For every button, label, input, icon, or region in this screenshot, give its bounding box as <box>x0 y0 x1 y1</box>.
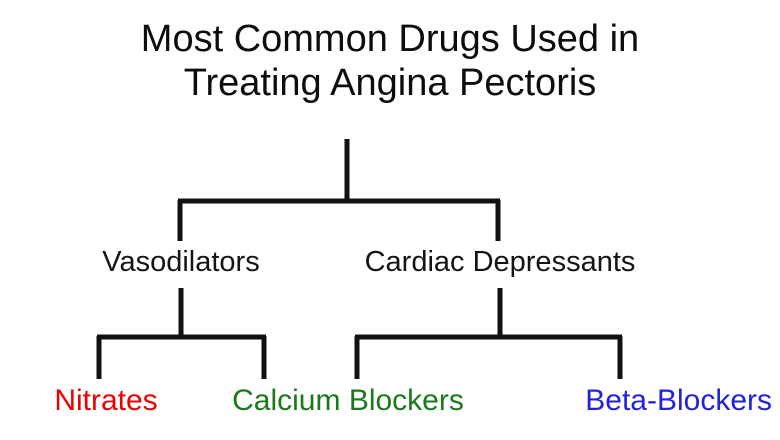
leaf-node-beta-blockers: Beta-Blockers <box>585 384 772 417</box>
node-vasodilators: Vasodilators <box>102 246 260 278</box>
node-cardiac-depressants: Cardiac Depressants <box>364 246 636 278</box>
diagram-title: Most Common Drugs Used in Treating Angin… <box>0 18 780 106</box>
diagram-title-line-1: Most Common Drugs Used in <box>140 18 640 60</box>
leaf-node-calcium-blockers: Calcium Blockers <box>232 384 464 417</box>
diagram-title-line-2: Treating Angina Pectoris <box>183 62 597 104</box>
leaf-node-nitrates: Nitrates <box>54 384 158 417</box>
